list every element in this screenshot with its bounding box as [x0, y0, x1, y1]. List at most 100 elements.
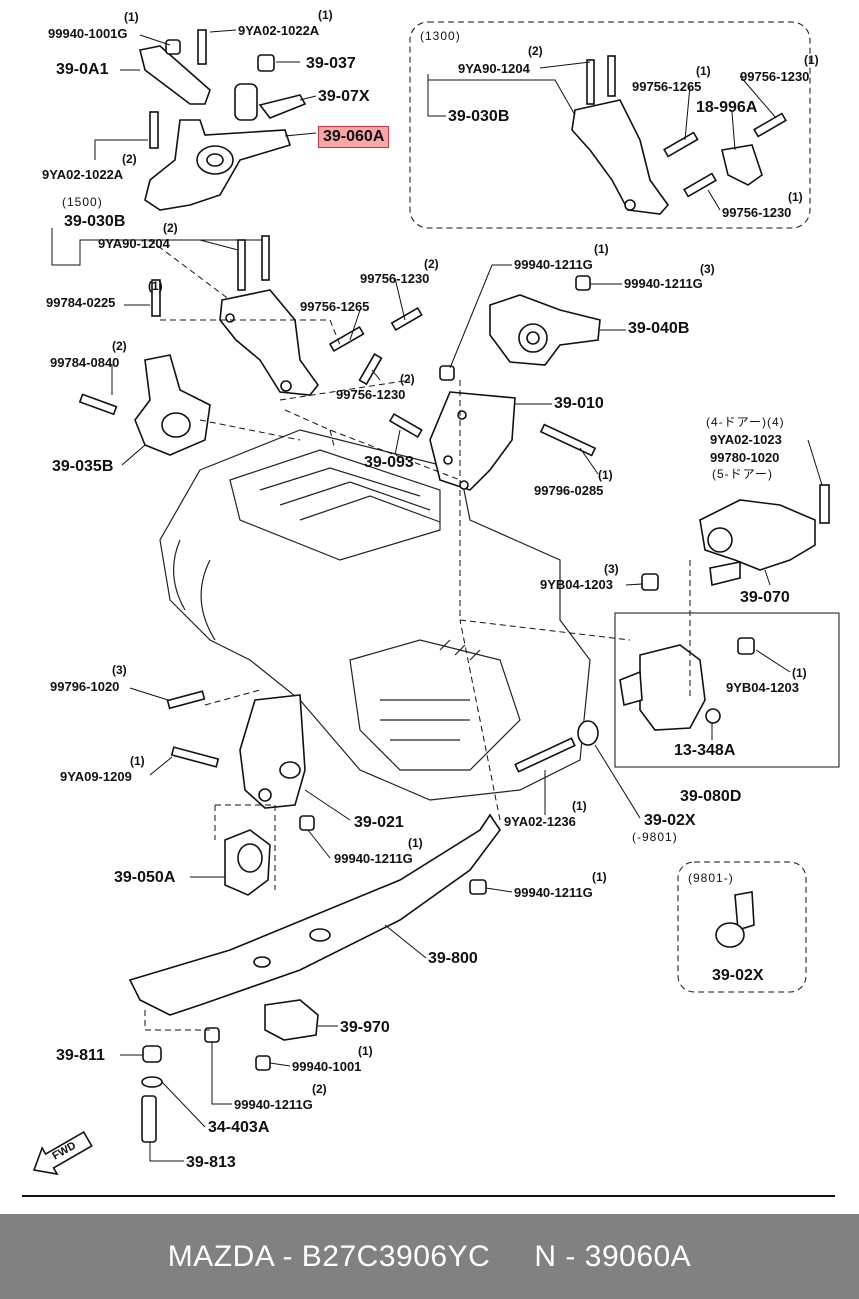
bracket-39-970 [264, 999, 319, 1041]
part-label: (1) [124, 10, 139, 24]
bracket-39-010 [429, 391, 516, 491]
part-label: 9YB04-1203 [540, 577, 613, 592]
nut-99940-1211g-a [439, 365, 455, 381]
part-label: 9YA02-1022A [238, 23, 320, 38]
part-label: 39-030B [448, 108, 510, 125]
part-label: 9YA90-1204 [458, 61, 530, 76]
part-label: 99756-1265 [632, 79, 702, 94]
crossmember-39-800 [128, 813, 501, 1016]
part-label: 39-010 [554, 395, 604, 412]
part-label: (-9801) [632, 830, 678, 844]
part-label: 9YA02-1236 [504, 814, 576, 829]
engine-block [159, 429, 591, 801]
bolt-99756-1230-a [390, 306, 423, 332]
part-label: (1) [598, 468, 613, 482]
part-label: (1) [358, 1044, 373, 1058]
part-label: 18-996A [696, 99, 758, 116]
assembly-lines [144, 239, 691, 1031]
part-label: (1) [788, 190, 803, 204]
nut-9yb04-1203-a [641, 573, 659, 591]
part-label: 9YA09-1209 [60, 769, 132, 784]
parts-diagram [22, 21, 840, 1197]
bracket-39-021 [239, 694, 306, 809]
part-label: 99780-1020 [710, 450, 780, 465]
bracket-39-030b [219, 289, 320, 396]
box-9801-frame [677, 861, 807, 993]
part-label: (2) [122, 152, 137, 166]
bolt-9ya02-1236 [514, 737, 576, 773]
bolt-99784-0840 [78, 393, 118, 416]
bolt-99784-0225 [151, 279, 161, 317]
bolt-99756-1230-1300-a [753, 112, 787, 138]
bolt-99756-1265 [328, 325, 365, 353]
part-label: (1) [148, 279, 163, 293]
part-label: (1) [804, 53, 819, 67]
bracket-39-080d [619, 644, 706, 731]
part-label: (2) [424, 257, 439, 271]
part-label: 39-970 [340, 1019, 390, 1036]
part-label: (2) [400, 372, 415, 386]
part-label: 99784-0225 [46, 295, 116, 310]
part-label: 39-060A [318, 126, 390, 148]
bracket-39-030b-1300 [571, 99, 670, 215]
part-label: 39-811 [56, 1047, 105, 1064]
nut-99940-1211g-c [299, 815, 315, 831]
part-label: 99940-1211G [514, 885, 593, 900]
bolt-9ya09-1209 [170, 746, 220, 768]
part-label: 39-030B [64, 213, 126, 230]
bolt-39-813 [141, 1095, 157, 1143]
part-label: (4-ドアー)(4) [706, 415, 785, 429]
part-label: 39-080D [680, 788, 742, 805]
part-label: 99756-1230 [336, 387, 406, 402]
bolt-99756-1230-1300-b [683, 172, 717, 198]
bracket-39-035b [134, 354, 211, 456]
bushing-39-07x [234, 83, 258, 121]
part-label: 99940-1211G [334, 851, 413, 866]
part-label: (1) [592, 870, 607, 884]
mount-39-060a [144, 119, 292, 211]
nut-99940-1001g [165, 39, 181, 55]
part-label: (3) [700, 262, 715, 276]
bushing-39-02x [577, 720, 599, 746]
part-label: 9YA02-1022A [42, 167, 124, 182]
washer-34-403a [141, 1076, 163, 1088]
part-label: 39-07X [318, 88, 370, 105]
part-label: 99756-1230 [360, 271, 430, 286]
part-label: 39-050A [114, 869, 176, 886]
part-label: 99940-1211G [514, 257, 593, 272]
part-label: 39-813 [186, 1154, 236, 1171]
part-label: 99756-1230 [740, 69, 810, 84]
mount-39-050a [224, 829, 271, 896]
part-label: 99940-1001G [48, 26, 128, 41]
part-label: 39-0A1 [56, 61, 109, 78]
stud-9ya90-1204-b [261, 235, 270, 281]
plate-39-07x [258, 94, 307, 119]
part-label: 39-021 [354, 814, 404, 831]
part-label: 9YA90-1204 [98, 236, 170, 251]
part-number-caption: MAZDA - B27C3906YC N - 39060A [167, 1239, 692, 1273]
footer-banner: MAZDA - B27C3906YC N - 39060A [0, 1214, 859, 1299]
bolt-99796-1020 [166, 690, 206, 710]
stud-9ya90-1204-a [237, 239, 246, 291]
nut-99940-1001 [255, 1055, 271, 1071]
part-label: (1) [572, 799, 587, 813]
bolt-9ya02-1022a-left [149, 111, 159, 149]
part-label: (3) [112, 663, 127, 677]
part-label: (1) [408, 836, 423, 850]
part-label: 13-348A [674, 742, 736, 759]
stud-9ya90-1204-1300-a [586, 59, 595, 105]
nut-99940-1211g-d [469, 879, 487, 895]
part-label: 39-040B [628, 320, 690, 337]
bushing-39-811 [142, 1045, 162, 1063]
part-label: (1500) [62, 195, 103, 209]
part-label: 99796-1020 [50, 679, 120, 694]
part-label: (2) [163, 221, 178, 235]
box-1300-frame [409, 21, 811, 229]
part-label: 34-403A [208, 1119, 270, 1136]
part-label: 99940-1211G [234, 1097, 313, 1112]
mount-39-070 [699, 499, 816, 586]
part-label: 9YB04-1203 [726, 680, 799, 695]
mount-39-040b [489, 294, 601, 366]
part-label: (2) [112, 339, 127, 353]
part-label: 99756-1230 [722, 205, 792, 220]
